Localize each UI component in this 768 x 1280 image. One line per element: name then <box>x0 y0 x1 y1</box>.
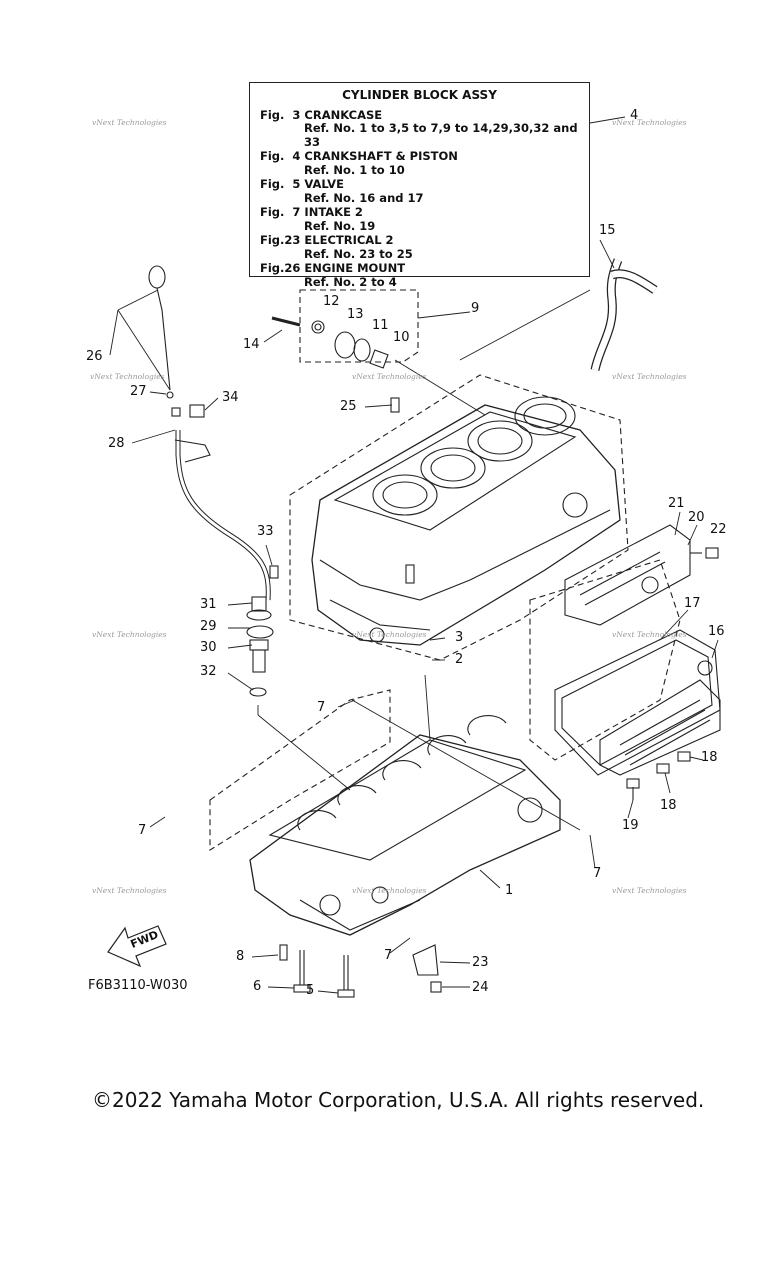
legend-entry: Fig. 3 CRANKCASE Ref. No. 1 to 3,5 to 7,… <box>260 107 579 150</box>
legend-entry: Fig. 7 INTAKE 2 Ref. No. 19 <box>260 205 579 233</box>
legend-title: CYLINDER BLOCK ASSY <box>342 88 497 102</box>
watermark: vNext Technologies <box>612 118 687 127</box>
callout-11: 11 <box>372 318 389 333</box>
group-9-outline <box>299 289 419 363</box>
lower-left-outline <box>209 689 391 851</box>
callout-4: 4 <box>630 108 639 123</box>
legend-fig: Fig. 7 INTAKE 2 <box>260 205 363 219</box>
legend-fig: Fig. 4 CRANKSHAFT & PISTON <box>260 149 458 163</box>
callout-19: 19 <box>622 818 639 833</box>
callout-12: 12 <box>323 294 340 309</box>
intake-cover <box>564 524 691 626</box>
dipstick-guide-parts <box>246 565 279 697</box>
watermark: vNext Technologies <box>92 118 167 127</box>
fasteners <box>412 547 719 993</box>
legend-fig: Fig. 3 CRANKCASE <box>260 107 383 122</box>
upper-crankcase-outline <box>289 374 629 661</box>
legend-fig: Fig.26 ENGINE MOUNT <box>260 261 406 275</box>
oil-dipstick <box>148 265 271 601</box>
copyright-notice: ©2022 Yamaha Motor Corporation, U.S.A. A… <box>92 1088 705 1112</box>
callout-33: 33 <box>257 524 274 539</box>
legend-ref: Ref. No. 19 <box>304 218 376 233</box>
upper-crankcase <box>311 396 621 646</box>
callout-7: 7 <box>317 700 326 715</box>
lower-crankcase <box>249 715 561 936</box>
callout-29: 29 <box>200 619 217 634</box>
callout-18: 18 <box>660 798 677 813</box>
callout-23: 23 <box>472 955 489 970</box>
watermark: vNext Technologies <box>90 372 165 381</box>
callout-3: 3 <box>455 630 464 645</box>
dashed-group-outlines <box>209 289 681 851</box>
callout-5: 5 <box>306 983 315 998</box>
callout-13: 13 <box>347 307 364 322</box>
callout-7: 7 <box>384 948 393 963</box>
callout-1: 1 <box>505 883 514 898</box>
callout-15: 15 <box>599 223 616 238</box>
callout-20: 20 <box>688 510 705 525</box>
callout-22: 22 <box>710 522 727 537</box>
legend-ref: Ref. No. 1 to 3,5 to 7,9 to 14,29,30,32 … <box>304 121 578 149</box>
legend-ref: Ref. No. 2 to 4 <box>304 274 397 289</box>
legend-ref: Ref. No. 23 to 25 <box>304 246 413 261</box>
watermark: vNext Technologies <box>352 886 427 895</box>
legend-ref: Ref. No. 16 and 17 <box>304 190 424 205</box>
callout-24: 24 <box>472 980 489 995</box>
watermark: vNext Technologies <box>92 886 167 895</box>
legend-fig: Fig.23 ELECTRICAL 2 <box>260 233 394 247</box>
callout-30: 30 <box>200 640 217 655</box>
legend-fig: Fig. 5 VALVE <box>260 177 344 191</box>
callout-2: 2 <box>455 652 464 667</box>
callout-9: 9 <box>471 301 480 316</box>
callout-8: 8 <box>236 949 245 964</box>
legend-entry: Fig.26 ENGINE MOUNT Ref. No. 2 to 4 <box>260 261 579 289</box>
valve-cover-outline <box>529 559 681 761</box>
fwd-arrow <box>107 925 167 968</box>
watermark: vNext Technologies <box>612 886 687 895</box>
callout-18: 18 <box>701 750 718 765</box>
upper-small-parts <box>189 316 400 418</box>
legend-entry: Fig. 4 CRANKSHAFT & PISTON Ref. No. 1 to… <box>260 149 579 177</box>
watermark: vNext Technologies <box>612 372 687 381</box>
callout-7: 7 <box>593 866 602 881</box>
callout-21: 21 <box>668 496 685 511</box>
legend-ref: Ref. No. 1 to 10 <box>304 162 405 177</box>
callout-34: 34 <box>222 390 239 405</box>
legend-entry: Fig. 5 VALVE Ref. No. 16 and 17 <box>260 177 579 205</box>
callout-25: 25 <box>340 399 357 414</box>
callout-17: 17 <box>684 596 701 611</box>
watermark: vNext Technologies <box>352 372 427 381</box>
callout-26: 26 <box>86 349 103 364</box>
diagram-code: F6B3110-W030 <box>88 978 188 993</box>
callout-27: 27 <box>130 384 147 399</box>
watermark: vNext Technologies <box>352 630 427 639</box>
callout-16: 16 <box>708 624 725 639</box>
watermark: vNext Technologies <box>92 630 167 639</box>
callout-31: 31 <box>200 597 217 612</box>
watermark: vNext Technologies <box>612 630 687 639</box>
crankcase-bolts <box>279 944 355 998</box>
valve-cover-assembly <box>554 629 721 776</box>
callout-7: 7 <box>138 823 147 838</box>
callout-28: 28 <box>108 436 125 451</box>
leader-lines <box>109 116 719 994</box>
callout-10: 10 <box>393 330 410 345</box>
callout-6: 6 <box>253 979 262 994</box>
callout-14: 14 <box>243 337 260 352</box>
cylinder-block-legend: CYLINDER BLOCK ASSY Fig. 3 CRANKCASE Ref… <box>249 82 590 288</box>
legend-entry: Fig.23 ELECTRICAL 2 Ref. No. 23 to 25 <box>260 233 579 261</box>
callout-32: 32 <box>200 664 217 679</box>
